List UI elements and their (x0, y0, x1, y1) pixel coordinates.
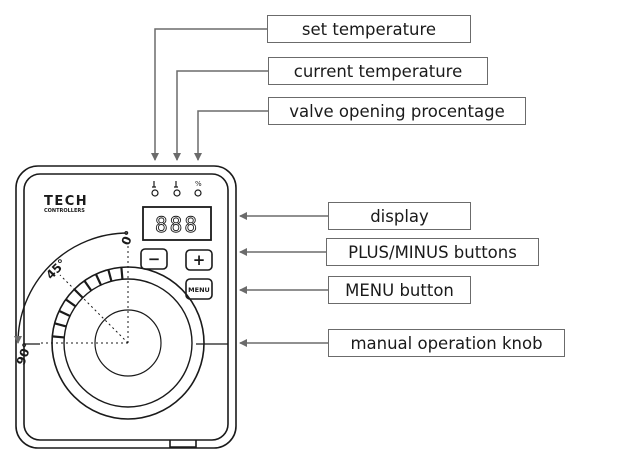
valve-percent-led (194, 189, 202, 197)
percent-icon: % (195, 180, 202, 188)
knob-ridge (107, 269, 113, 282)
knob-ridge (120, 267, 124, 280)
minus-label: − (148, 250, 161, 268)
knob-ridge (83, 280, 93, 292)
arrow-current-temperature (173, 70, 268, 161)
plus-label: + (193, 251, 206, 269)
leader-arrows (151, 28, 328, 347)
knob-ridge (54, 322, 67, 328)
knob-ridge (58, 309, 71, 317)
arrow-valve-opening (194, 110, 268, 161)
plus-button[interactable]: + (185, 249, 213, 271)
display-panel: 888 (142, 206, 212, 241)
forty-five-degree-label: 45° (43, 256, 69, 282)
controller-housing (15, 165, 237, 449)
zero-degree-label: 0° (119, 229, 137, 247)
current-temperature-led (173, 189, 181, 197)
menu-button[interactable]: MENU (185, 278, 213, 300)
valve-opening-label: valve opening procentage (268, 97, 526, 125)
arrow-set-temperature (151, 28, 267, 161)
manual-operation-knob-label: manual operation knob (328, 329, 565, 357)
knob-ridge (94, 273, 102, 286)
indicator-leds (151, 181, 202, 197)
ninety-degree-label: 90° (14, 341, 35, 367)
thermometer-set-icon (152, 181, 156, 188)
menu-label: MENU (188, 286, 210, 294)
menu-button-label: MENU button (328, 276, 471, 304)
minus-button[interactable]: − (140, 248, 168, 270)
current-temperature-label: current temperature (268, 57, 488, 85)
brand-subtitle: CONTROLLERS (44, 208, 85, 214)
display-label: display (328, 202, 471, 230)
plus-minus-buttons-label: PLUS/MINUS buttons (326, 238, 539, 266)
display-digits: 888 (155, 213, 199, 237)
set-temperature-label: set temperature (267, 15, 471, 43)
thermometer-current-icon (174, 181, 178, 188)
knob-ridge (65, 298, 77, 308)
opening-angle-scale (14, 232, 129, 344)
brand-name: TECH (44, 194, 88, 209)
knob-ridge (52, 335, 65, 339)
set-temperature-led (151, 189, 159, 197)
tech-logo: TECH CONTROLLERS (44, 194, 88, 214)
